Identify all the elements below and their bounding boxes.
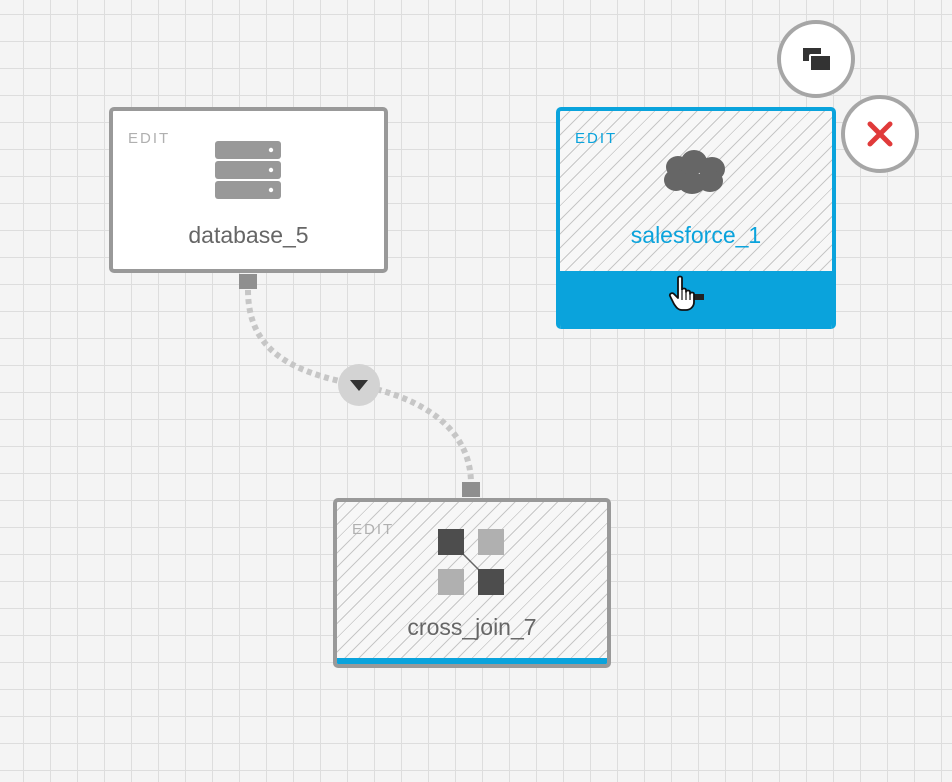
node-edit-button[interactable]: EDIT: [128, 130, 171, 147]
node-edit-button[interactable]: EDIT: [352, 521, 395, 538]
delete-node-button[interactable]: [841, 95, 919, 173]
node-label: salesforce_1: [630, 222, 762, 248]
close-icon: [867, 121, 893, 147]
database-icon: [215, 141, 281, 199]
duplicate-node-button[interactable]: [777, 20, 855, 98]
node-input-port[interactable]: [462, 482, 480, 497]
node-status-strip: [337, 658, 607, 664]
node-edit-button[interactable]: EDIT: [575, 130, 618, 147]
node-label: database_5: [188, 222, 309, 248]
cloud-icon: [664, 150, 725, 194]
duplicate-icon: [801, 46, 832, 72]
cross-join-icon: [438, 529, 504, 595]
node-cross-join-7[interactable]: EDIT cross_join_7: [333, 498, 611, 668]
hand-pointer-icon: [668, 275, 704, 311]
node-output-port[interactable]: [239, 274, 257, 289]
node-database-5[interactable]: EDIT database_5: [109, 107, 388, 273]
node-salesforce-1[interactable]: EDIT salesforce_1: [556, 107, 836, 329]
connection-expand-button[interactable]: [338, 364, 380, 406]
chevron-down-icon: [350, 380, 368, 391]
node-label: cross_join_7: [407, 614, 537, 640]
